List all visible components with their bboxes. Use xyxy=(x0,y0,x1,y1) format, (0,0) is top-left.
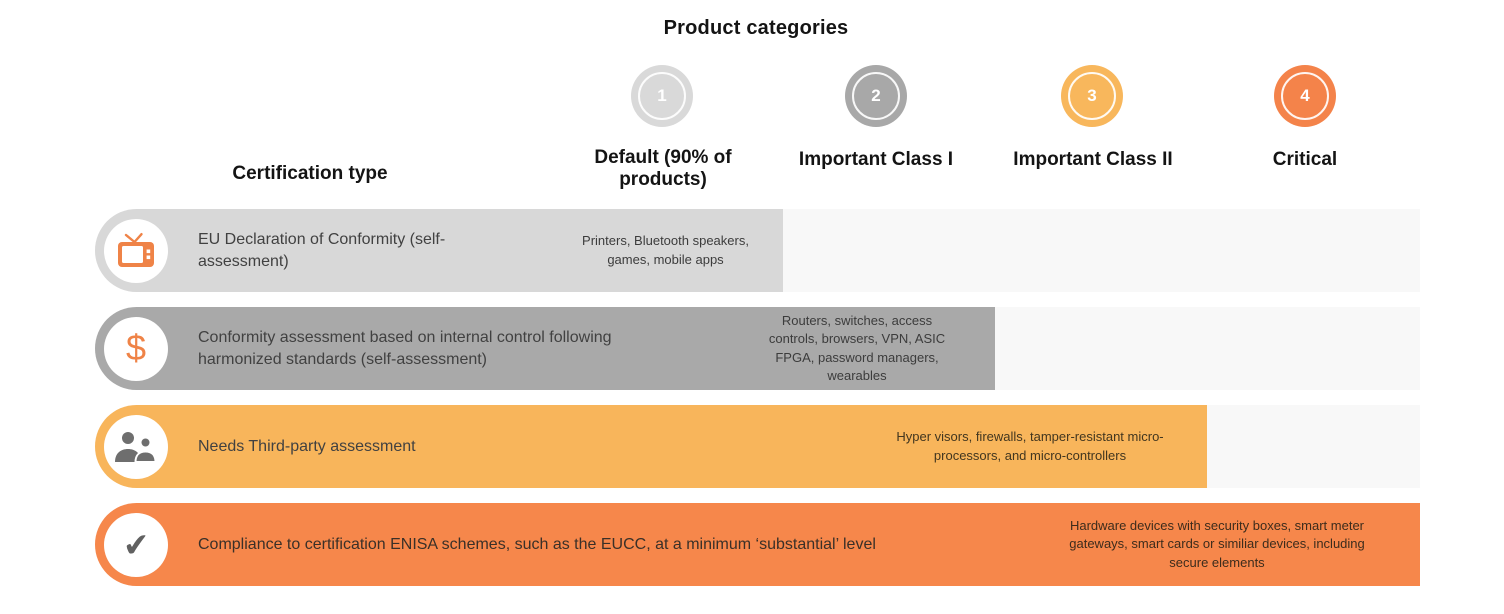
category-number: 2 xyxy=(871,86,881,105)
row-bar xyxy=(95,209,783,292)
certification-label: EU Declaration of Conformity (self-asses… xyxy=(198,231,446,270)
category-number: 1 xyxy=(657,86,667,105)
certification-label: Compliance to certification ENISA scheme… xyxy=(198,535,876,553)
table-row: $ Conformity assessment based on interna… xyxy=(95,307,1420,390)
dollar-icon: $ xyxy=(104,316,168,381)
certification-label: Conformity assessment based on internal … xyxy=(198,329,612,368)
column-header-important-class-2: Important Class II xyxy=(1013,149,1173,170)
product-examples: Hyper visors, firewalls, tamper-resistan… xyxy=(896,429,1164,463)
certification-type-header: Certification type xyxy=(232,163,388,184)
table-row: ✔ Compliance to certification ENISA sche… xyxy=(95,503,1420,586)
category-circle-1: 1 xyxy=(631,65,693,127)
column-header-critical: Critical xyxy=(1272,149,1338,170)
category-circle-3: 3 xyxy=(1061,65,1123,127)
table-row: EU Declaration of Conformity (self-asses… xyxy=(95,209,1420,292)
table-row: Needs Third-party assessment Hyper visor… xyxy=(95,405,1420,488)
column-header-important-class-1: Important Class I xyxy=(798,149,954,170)
category-number: 4 xyxy=(1300,86,1310,105)
check-icon: ✔ xyxy=(104,512,168,577)
row-bar xyxy=(95,307,995,390)
column-header-default: Default (90% of products) xyxy=(594,147,732,190)
product-examples: Printers, Bluetooth speakers, games, mob… xyxy=(582,233,749,267)
product-examples: Routers, switches, access controls, brow… xyxy=(768,313,946,383)
category-circle-4: 4 xyxy=(1274,65,1336,127)
row-bar xyxy=(95,503,1420,586)
certification-label: Needs Third-party assessment xyxy=(198,437,416,455)
product-examples: Hardware devices with security boxes, sm… xyxy=(1069,518,1365,570)
people-icon xyxy=(104,414,168,479)
category-number: 3 xyxy=(1087,86,1097,105)
category-circle-2: 2 xyxy=(845,65,907,127)
tv-icon xyxy=(104,218,168,283)
row-bar xyxy=(95,405,1207,488)
page-title: Product categories xyxy=(663,17,849,39)
